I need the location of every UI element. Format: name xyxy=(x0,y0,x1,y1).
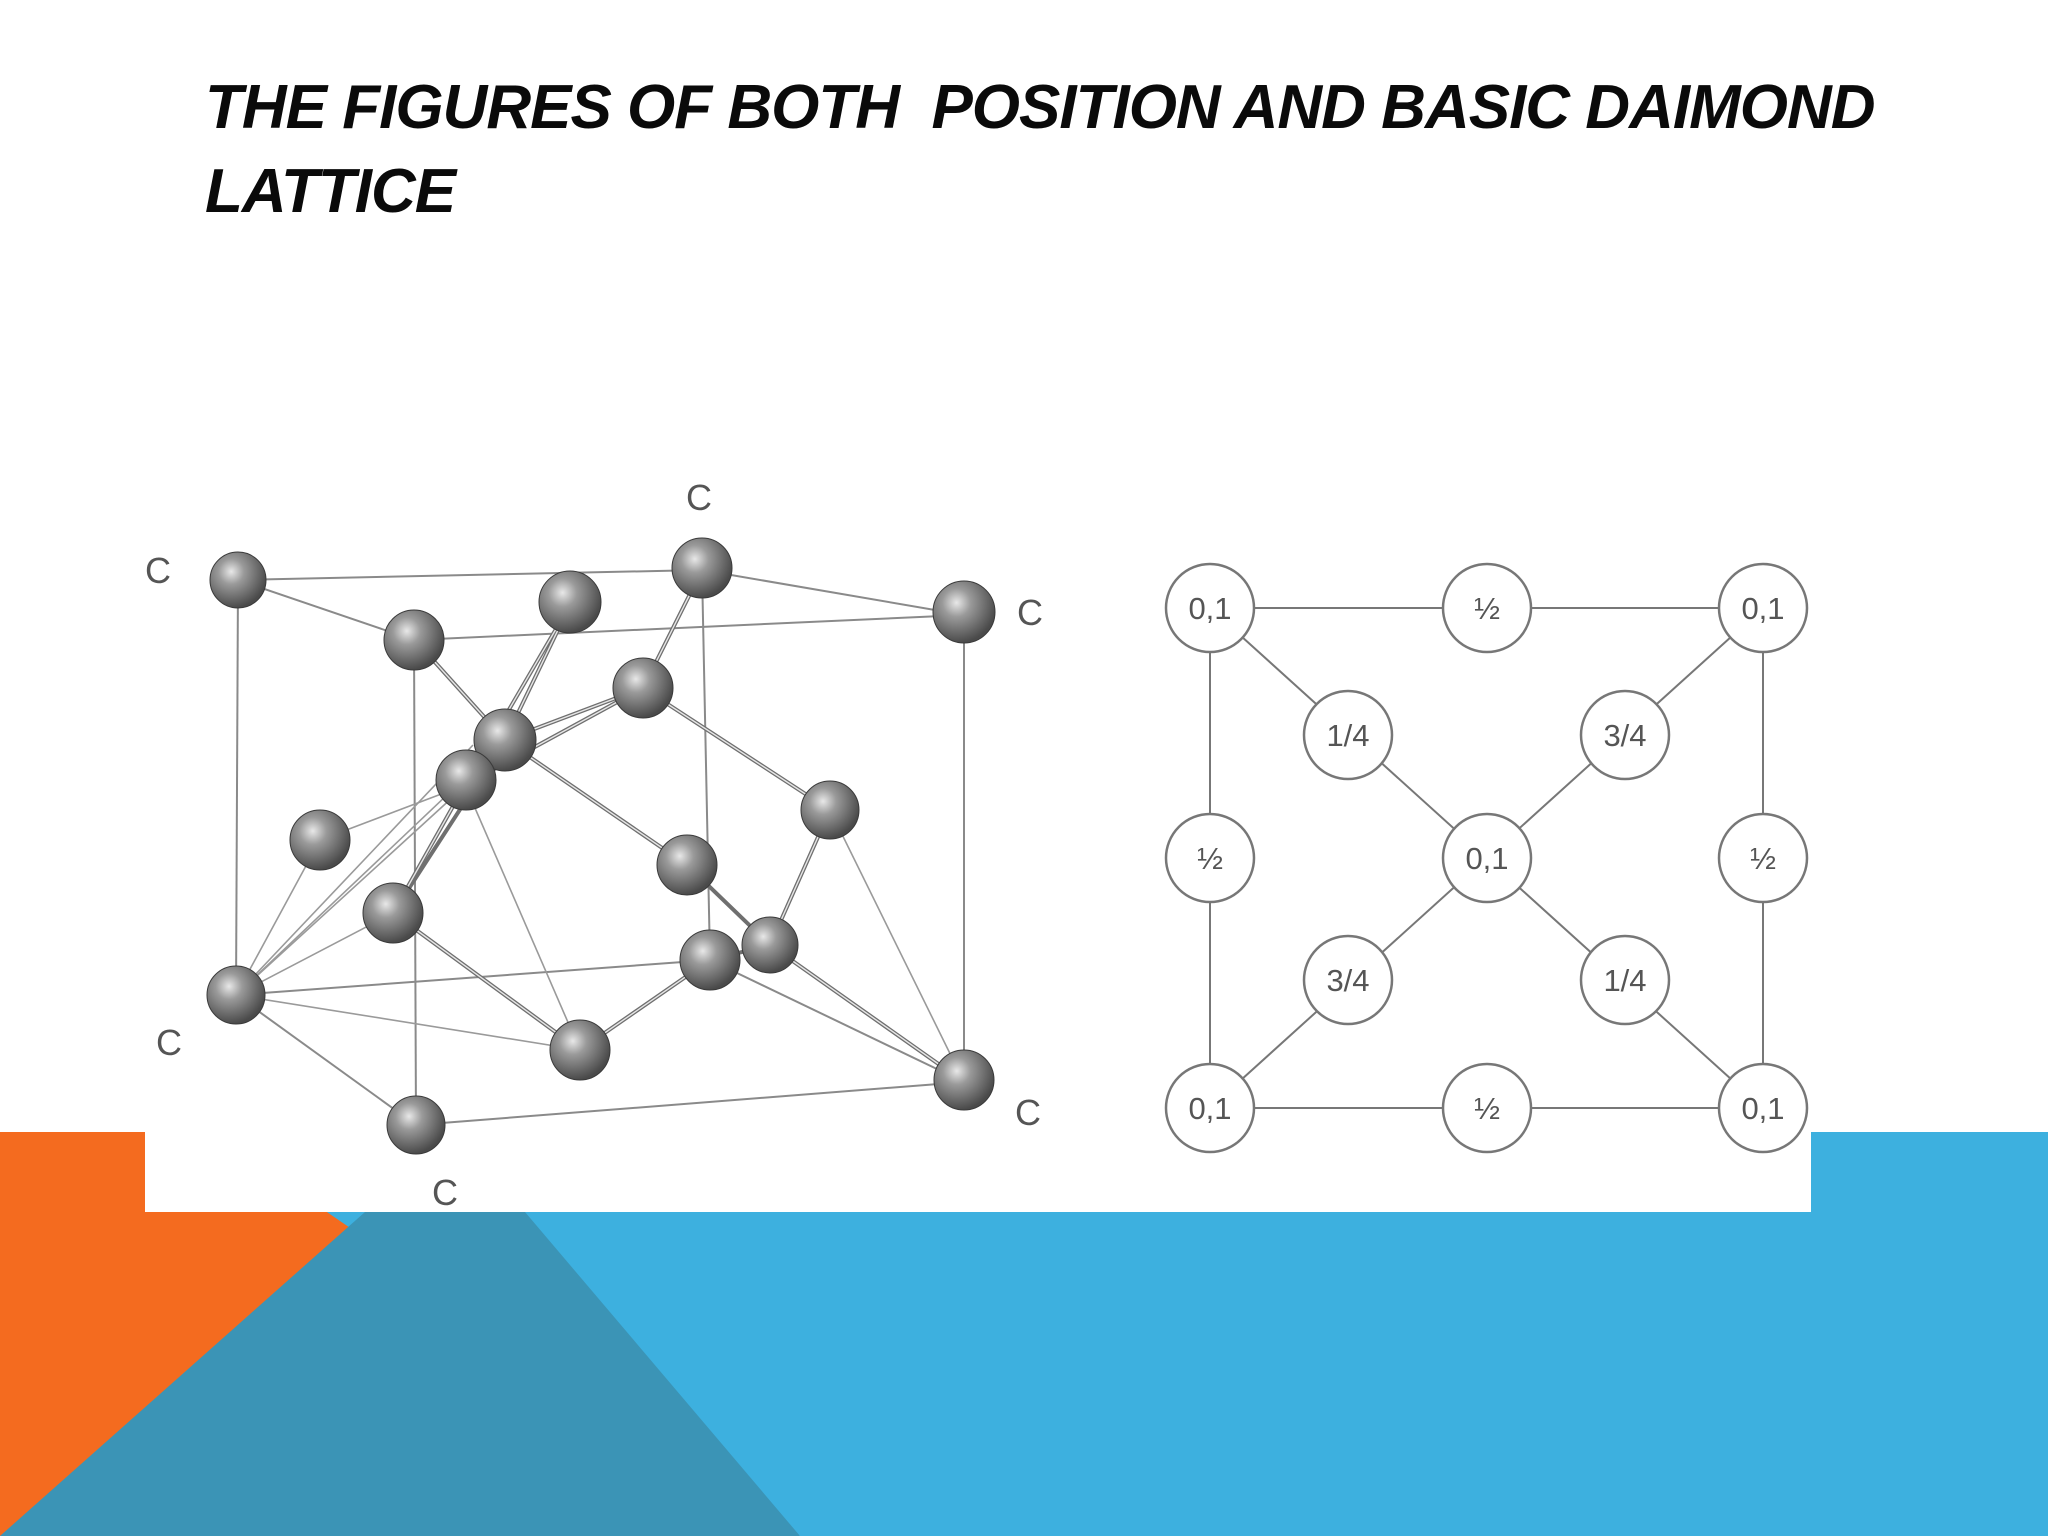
position-node-bl: 0,1 xyxy=(1164,1062,1256,1154)
position-node-label: 3/4 xyxy=(1603,718,1646,753)
corner-label: C xyxy=(686,477,712,518)
position-node-label: ½ xyxy=(1474,591,1500,626)
atom xyxy=(549,1019,611,1081)
position-node-circle xyxy=(1441,562,1533,654)
position-node-tl: 0,1 xyxy=(1164,562,1256,654)
position-node-bm: ½ xyxy=(1441,1062,1533,1154)
figure-panel: C C C C C C 0,1 ½ 0,1 1/4 3/4 ½ 0,1 ½ 3/4 1/4 0,1 ½… xyxy=(145,470,1811,1212)
atom xyxy=(383,609,445,671)
atom xyxy=(800,780,860,840)
position-map: 0,1 ½ 0,1 1/4 3/4 ½ 0,1 ½ 3/4 1/4 0,1 ½ 0,1 xyxy=(1164,562,1809,1154)
position-node-label: 0,1 xyxy=(1188,1091,1231,1126)
atoms xyxy=(206,537,996,1155)
atom xyxy=(932,580,996,644)
corner-label: C xyxy=(1015,1092,1041,1133)
position-node-circle xyxy=(1441,1062,1533,1154)
atom xyxy=(209,551,267,609)
atom xyxy=(679,929,741,991)
position-node-circle xyxy=(1164,812,1256,904)
atom xyxy=(289,809,351,871)
position-node-label: 1/4 xyxy=(1326,718,1369,753)
position-node-q1: 1/4 xyxy=(1302,689,1394,781)
position-node-label: ½ xyxy=(1197,841,1223,876)
position-node-mr: ½ xyxy=(1717,812,1809,904)
atom xyxy=(362,882,424,944)
atom xyxy=(671,537,733,599)
corner-label: C xyxy=(156,1022,182,1063)
atom xyxy=(933,1049,995,1111)
position-nodes: 0,1 ½ 0,1 1/4 3/4 ½ 0,1 ½ 3/4 1/4 0,1 ½ 0,1 xyxy=(1164,562,1809,1154)
atom xyxy=(741,916,799,974)
position-node-label: 3/4 xyxy=(1326,963,1369,998)
position-node-circle xyxy=(1302,934,1394,1026)
position-node-label: ½ xyxy=(1750,841,1776,876)
position-node-circle xyxy=(1164,1062,1256,1154)
position-node-label: 1/4 xyxy=(1603,963,1646,998)
position-node-circle xyxy=(1441,812,1533,904)
position-node-circle xyxy=(1579,689,1671,781)
atom xyxy=(656,834,718,896)
position-node-tm: ½ xyxy=(1441,562,1533,654)
position-node-q2: 3/4 xyxy=(1579,689,1671,781)
corner-label: C xyxy=(145,550,171,591)
position-node-c: 0,1 xyxy=(1441,812,1533,904)
position-node-ml: ½ xyxy=(1164,812,1256,904)
atom xyxy=(538,570,602,634)
corner-labels: C C C C C C xyxy=(145,477,1043,1212)
position-node-circle xyxy=(1579,934,1671,1026)
position-node-label: ½ xyxy=(1474,1091,1500,1126)
slide-title: THE FIGURES OF BOTH POSITION AND BASIC D… xyxy=(205,73,1891,226)
bonds-highlight xyxy=(392,569,965,1083)
corner-label: C xyxy=(432,1172,458,1212)
atom xyxy=(386,1095,446,1155)
position-node-circle xyxy=(1717,562,1809,654)
atom xyxy=(473,708,537,772)
atom xyxy=(206,965,266,1025)
position-node-circle xyxy=(1302,689,1394,781)
position-node-q4: 1/4 xyxy=(1579,934,1671,1026)
figure-svg: C C C C C C 0,1 ½ 0,1 1/4 3/4 ½ 0,1 ½ 3/4 1/4 0,1 ½… xyxy=(145,477,1809,1212)
position-node-label: 0,1 xyxy=(1741,1091,1784,1126)
position-node-label: 0,1 xyxy=(1465,841,1508,876)
corner-label: C xyxy=(1017,592,1043,633)
position-node-label: 0,1 xyxy=(1741,591,1784,626)
position-node-label: 0,1 xyxy=(1188,591,1231,626)
position-node-q3: 3/4 xyxy=(1302,934,1394,1026)
position-node-br: 0,1 xyxy=(1717,1062,1809,1154)
position-node-circle xyxy=(1717,1062,1809,1154)
diamond-lattice-3d: C C C C C C xyxy=(145,477,1043,1212)
bonds xyxy=(391,569,966,1084)
blue-overlap-triangle xyxy=(0,1212,800,1536)
position-node-circle xyxy=(1164,562,1256,654)
atom xyxy=(435,749,497,811)
position-node-circle xyxy=(1717,812,1809,904)
position-node-tr: 0,1 xyxy=(1717,562,1809,654)
atom xyxy=(612,657,674,719)
